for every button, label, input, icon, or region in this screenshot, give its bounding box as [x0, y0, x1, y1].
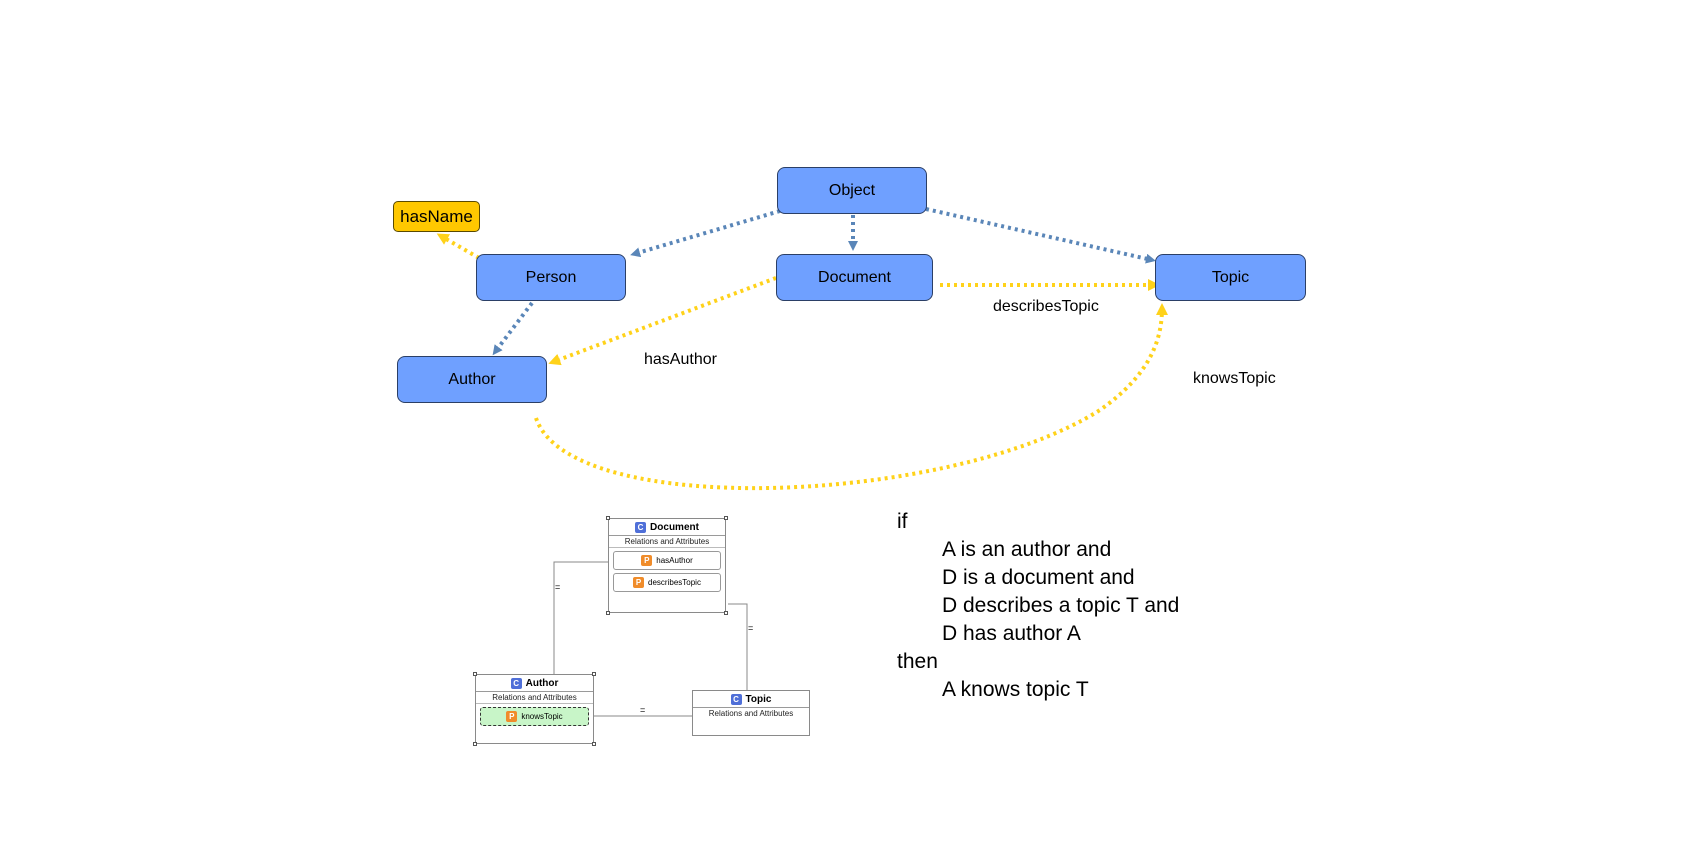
- rule-then-keyword: then: [897, 650, 938, 673]
- uml-prop-describestopic[interactable]: P describesTopic: [613, 573, 721, 592]
- edge-has-author: [548, 276, 777, 366]
- uml-prop-hasauthor[interactable]: P hasAuthor: [613, 551, 721, 570]
- selection-handle[interactable]: [724, 611, 728, 615]
- rule-if-keyword: if: [897, 510, 908, 533]
- uml-prop-label: hasAuthor: [656, 556, 693, 565]
- class-icon: C: [730, 693, 742, 705]
- rule-condition: A is an author and: [942, 538, 1112, 561]
- rule-condition: D is a document and: [942, 566, 1135, 589]
- node-object[interactable]: Object: [777, 167, 927, 214]
- uml-topic-header: C Topic: [693, 691, 809, 708]
- rule-condition: D has author A: [942, 622, 1081, 645]
- uml-author-title: Author: [525, 677, 559, 689]
- property-hasname[interactable]: hasName: [393, 201, 480, 232]
- uml-document-header: C Document: [609, 519, 725, 536]
- uml-author-header: C Author: [476, 675, 593, 692]
- uml-equals-mark: =: [748, 623, 754, 633]
- class-icon: C: [510, 677, 522, 689]
- selection-handle[interactable]: [473, 672, 477, 676]
- label-has-author: hasAuthor: [644, 351, 717, 368]
- selection-handle[interactable]: [473, 742, 477, 746]
- label-describes-topic: describesTopic: [993, 298, 1099, 315]
- uml-equals-mark: =: [640, 705, 646, 715]
- edge-knows-topic: [534, 303, 1168, 491]
- node-document[interactable]: Document: [776, 254, 933, 301]
- uml-class-author[interactable]: C Author Relations and Attributes P know…: [475, 674, 594, 744]
- uml-author-relations-header: Relations and Attributes: [476, 692, 593, 704]
- uml-class-document[interactable]: C Document Relations and Attributes P ha…: [608, 518, 726, 613]
- uml-class-topic[interactable]: C Topic Relations and Attributes: [692, 690, 810, 736]
- uml-prop-label: knowsTopic: [521, 712, 563, 721]
- edge-object-topic: [925, 207, 1156, 264]
- selection-handle[interactable]: [592, 672, 596, 676]
- rule-text: if A is an author and D is a document an…: [897, 508, 1179, 704]
- node-topic[interactable]: Topic: [1155, 254, 1306, 301]
- node-person[interactable]: Person: [476, 254, 626, 301]
- uml-document-title: Document: [650, 521, 699, 533]
- property-icon: P: [506, 711, 518, 722]
- uml-document-relations-header: Relations and Attributes: [609, 536, 725, 548]
- uml-equals-mark: =: [555, 582, 561, 592]
- edge-object-person: [630, 209, 781, 258]
- class-icon: C: [635, 521, 647, 533]
- node-author[interactable]: Author: [397, 356, 547, 403]
- selection-handle[interactable]: [592, 742, 596, 746]
- edge-person-hasname: [436, 233, 481, 260]
- uml-topic-relations-header: Relations and Attributes: [708, 709, 794, 718]
- uml-prop-label: describesTopic: [648, 578, 701, 587]
- property-icon: P: [633, 577, 645, 588]
- label-knows-topic: knowsTopic: [1193, 370, 1276, 387]
- selection-handle[interactable]: [724, 516, 728, 520]
- uml-connector-document-author: [553, 561, 612, 674]
- rule-condition: D describes a topic T and: [942, 594, 1180, 617]
- uml-connector-document-topic: [728, 603, 748, 690]
- selection-handle[interactable]: [606, 516, 610, 520]
- uml-prop-knowstopic[interactable]: P knowsTopic: [480, 707, 589, 726]
- edge-person-author: [492, 301, 534, 356]
- property-icon: P: [641, 555, 653, 566]
- rule-conclusion: A knows topic T: [942, 678, 1089, 701]
- uml-topic-title: Topic: [745, 693, 772, 705]
- selection-handle[interactable]: [606, 611, 610, 615]
